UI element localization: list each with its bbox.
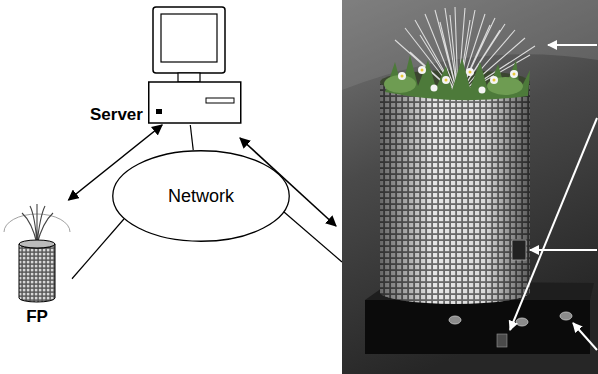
mesh-cylinder [380,82,530,304]
node-label: Network [168,186,234,207]
connector [72,219,124,279]
screen [161,14,217,62]
network-ellipse: Network [112,150,290,242]
node-label: FP [24,307,50,327]
button [449,316,461,324]
drive-slot [206,98,234,103]
node-shape [148,5,242,125]
flower-pot-device: FP [2,200,72,305]
network-outline [113,151,290,242]
button [560,312,572,320]
pointer-arrow [510,118,597,330]
base-box [365,300,590,354]
leaves [385,55,530,100]
server-computer: Server [148,5,242,125]
cylinder-shading [380,82,530,304]
node-label: Server [88,105,145,125]
flowers [398,66,518,94]
node-shape [2,200,72,305]
monitor [153,7,225,73]
system-unit [149,82,241,123]
network-wire [284,212,342,262]
button [516,318,528,326]
pointer-arrow [548,44,597,46]
pot-body [19,244,55,302]
leaves [487,77,523,95]
pointer-arrow [573,323,597,350]
flower-centres [401,69,516,82]
switch [497,334,507,347]
fibres [22,204,53,244]
pot-rim [19,240,55,248]
photo-background [342,0,598,374]
connector [190,125,193,150]
pointer-arrow [530,249,597,251]
sensor [512,240,526,260]
monitor-stand [178,73,200,82]
power-button [156,109,162,114]
